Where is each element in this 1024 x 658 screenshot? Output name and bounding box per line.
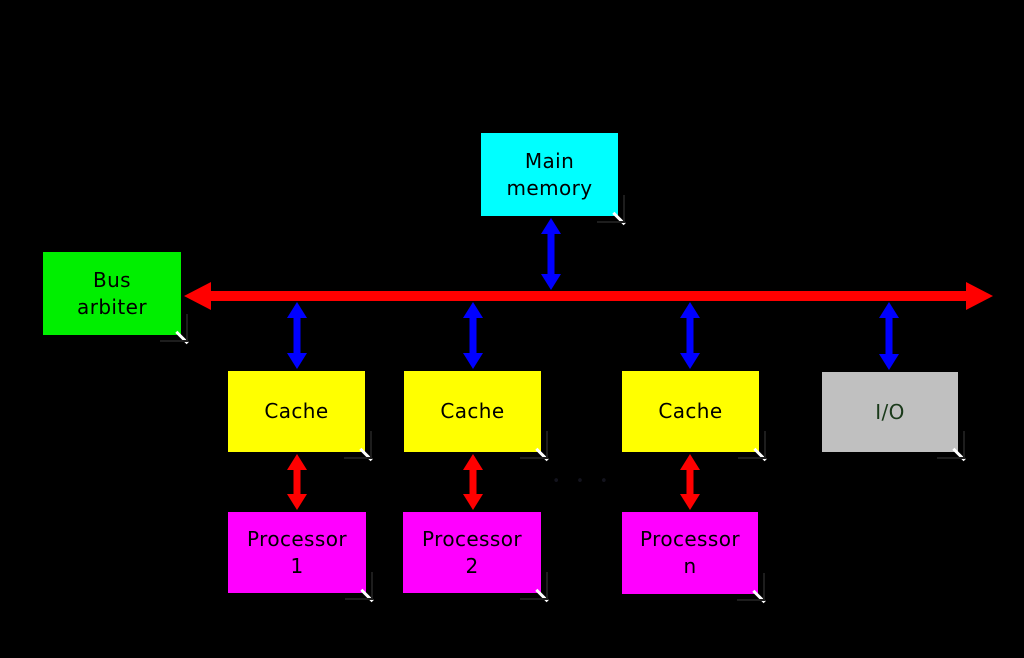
main-memory-label-line1: Main — [524, 148, 575, 173]
bus-arrowhead-right — [966, 282, 993, 310]
arrow-bus-io — [879, 302, 899, 370]
bus-arbiter-box: Bus arbiter — [43, 252, 188, 342]
processor-1-label-line1: Processor — [247, 526, 347, 551]
cache-2-box: Cache — [404, 371, 548, 459]
arrow-bus-cache-3 — [680, 302, 700, 369]
processor-1-box: Processor 1 — [228, 512, 373, 600]
io-box: I/O — [822, 372, 965, 459]
bus-arrowhead-left — [184, 282, 211, 310]
arrow-bus-cache-2 — [463, 302, 483, 369]
cache-3-box: Cache — [622, 371, 766, 459]
cache-3-label: Cache — [658, 399, 723, 423]
processor-2-label-line1: Processor — [422, 526, 522, 551]
processor-n-box: Processor n — [622, 512, 765, 601]
processor-n-label-line1: Processor — [640, 527, 740, 551]
arrow-main-memory-bus — [541, 218, 561, 290]
main-memory-label-line2: memory — [506, 175, 593, 200]
bus-arbiter-label-line2: arbiter — [77, 294, 147, 319]
processor-n-label-line2: n — [683, 554, 697, 578]
continuation-dots: • • • — [552, 474, 614, 489]
cache-1-label: Cache — [264, 399, 329, 423]
cache-2-label: Cache — [440, 399, 505, 423]
arrow-bus-cache-1 — [287, 302, 307, 369]
system-bus-arrow — [184, 282, 993, 310]
arrow-cache-2-processor-2 — [463, 454, 483, 510]
arrow-cache-1-processor-1 — [287, 454, 307, 510]
bus-arbiter-label-line1: Bus — [92, 267, 132, 292]
arrow-cache-3-processor-n — [680, 454, 700, 510]
processor-2-box: Processor 2 — [403, 512, 548, 600]
io-label: I/O — [875, 399, 905, 424]
main-memory-box: Main memory — [481, 133, 625, 223]
processor-2-label-line2: 2 — [465, 553, 479, 578]
processor-1-label-line2: 1 — [290, 553, 304, 578]
cache-1-box: Cache — [228, 371, 372, 459]
